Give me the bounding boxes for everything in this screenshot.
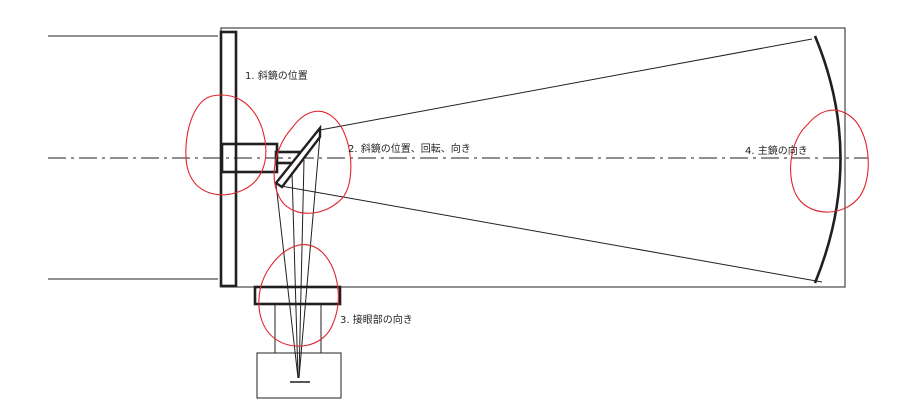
focuser-flange bbox=[253, 285, 342, 306]
label-primary-mirror-direction: 4. 主鏡の向き bbox=[745, 144, 808, 157]
highlight-circle-4 bbox=[790, 109, 869, 213]
light-cone-top bbox=[319, 38, 813, 131]
light-cone-bottom bbox=[280, 185, 823, 283]
focus-cone-inner-left bbox=[291, 171, 299, 379]
primary-mirror bbox=[813, 35, 842, 284]
eyepiece-tube bbox=[274, 303, 322, 354]
label-diag-mirror-position: 1. 斜鏡の位置 bbox=[245, 69, 308, 82]
eyepiece-body bbox=[256, 352, 342, 399]
highlight-circle-1 bbox=[185, 94, 267, 196]
label-eyepiece-direction: 3. 接眼部の向き bbox=[340, 313, 413, 326]
highlight-circle-2 bbox=[273, 110, 352, 214]
label-diag-mirror-position-rotation-direction: 2. 斜鏡の位置、回転、向き bbox=[348, 142, 471, 155]
highlight-circle-3 bbox=[258, 244, 339, 347]
focus-cone-right bbox=[298, 134, 321, 379]
focus-cone-inner-right bbox=[298, 159, 305, 379]
telescope-tube bbox=[220, 27, 846, 288]
